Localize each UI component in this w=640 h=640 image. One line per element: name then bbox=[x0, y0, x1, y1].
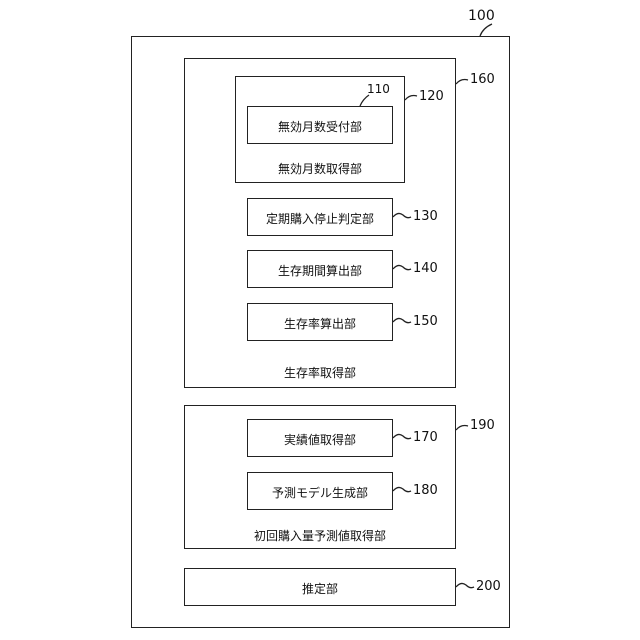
ref-140: 140 bbox=[413, 261, 438, 276]
survival-period-calculation-label: 生存期間算出部 bbox=[247, 262, 393, 279]
subscription-stop-judgment-label: 定期購入停止判定部 bbox=[247, 210, 393, 227]
invalid-months-reception-label: 無効月数受付部 bbox=[247, 118, 393, 135]
first-purchase-prediction-acquisition-label: 初回購入量予測値取得部 bbox=[184, 527, 456, 544]
ref-180: 180 bbox=[413, 483, 438, 498]
ref-120: 120 bbox=[419, 89, 444, 104]
ref-190: 190 bbox=[470, 418, 495, 433]
leader-100 bbox=[480, 24, 492, 36]
invalid-months-acquisition-label: 無効月数取得部 bbox=[235, 160, 405, 177]
ref-200: 200 bbox=[476, 579, 501, 594]
ref-160: 160 bbox=[470, 72, 495, 87]
survival-rate-calculation-label: 生存率算出部 bbox=[247, 315, 393, 332]
ref-150: 150 bbox=[413, 314, 438, 329]
estimation-label: 推定部 bbox=[184, 580, 456, 597]
actual-value-acquisition-label: 実績値取得部 bbox=[247, 431, 393, 448]
ref-110: 110 bbox=[367, 82, 390, 96]
ref-100: 100 bbox=[468, 8, 495, 24]
ref-130: 130 bbox=[413, 209, 438, 224]
ref-170: 170 bbox=[413, 430, 438, 445]
survival-rate-acquisition-label: 生存率取得部 bbox=[184, 364, 456, 381]
prediction-model-generation-label: 予測モデル生成部 bbox=[247, 484, 393, 501]
